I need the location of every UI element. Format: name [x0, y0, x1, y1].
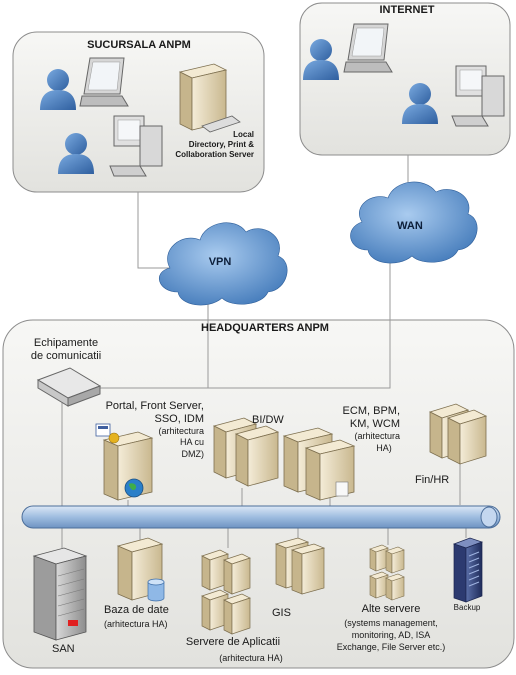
- application-server-icon: [223, 553, 251, 595]
- ecm-label-4: HA): [376, 443, 392, 453]
- portal-label-5: DMZ): [181, 449, 205, 459]
- san-storage-icon: [32, 547, 88, 641]
- vpn-label: VPN: [208, 256, 232, 268]
- connection-lines: [61, 155, 467, 548]
- desktop-computer-icon: [451, 65, 505, 127]
- apps-label-2: (arhitectura HA): [219, 653, 283, 663]
- other-label-4: Exchange, File Server etc.): [336, 642, 446, 652]
- user-icon: [303, 39, 339, 80]
- branch-region-title: SUCURSALA ANPM: [87, 39, 191, 51]
- gis-label: GIS: [272, 607, 291, 619]
- network-bus: [21, 505, 501, 529]
- gis-server-icon: [290, 543, 326, 595]
- other-label-3: monitoring, AD, ISA: [351, 630, 431, 640]
- laptop-icon: [343, 23, 393, 73]
- database-label-2: (arhitectura HA): [104, 619, 168, 629]
- hq-region-title: HEADQUARTERS ANPM: [201, 322, 329, 334]
- portal-icon: [95, 423, 120, 444]
- finhr-server-icon: [446, 409, 488, 465]
- other-server-icon: [369, 571, 389, 599]
- finhr-label: Fin/HR: [415, 474, 450, 486]
- user-icon: [40, 69, 76, 110]
- bidw-label: BI/DW: [252, 414, 284, 426]
- vpn-cloud: [159, 222, 288, 306]
- application-server-icon: [201, 549, 229, 591]
- other-server-icon: [385, 546, 405, 574]
- user-icon: [58, 133, 94, 174]
- wan-label: WAN: [397, 220, 423, 232]
- line-wan-hq: [208, 262, 391, 389]
- application-server-icon: [223, 593, 251, 635]
- branch-server-label-3: Collaboration Server: [175, 150, 254, 159]
- branch-server-label-2: Directory, Print &: [188, 140, 254, 149]
- other-server-icon: [385, 573, 405, 601]
- application-server-icon: [201, 589, 229, 631]
- comm-label-1: Echipamente: [33, 337, 99, 349]
- ecm-label-2: KM, WCM: [349, 418, 400, 430]
- other-label-1: Alte servere: [361, 603, 421, 615]
- branch-server-label-1: Local: [233, 130, 254, 139]
- comm-label-2: de comunicatii: [30, 350, 102, 362]
- database-label-1: Baza de date: [104, 604, 169, 616]
- portal-label-3: (arhitectura: [158, 426, 204, 436]
- network-switch-icon: [36, 367, 102, 407]
- apps-label-1: Servere de Aplicatii: [185, 636, 281, 648]
- backup-device-icon: [452, 537, 484, 603]
- backup-label: Backup: [453, 603, 481, 612]
- other-label-2: (systems management,: [344, 618, 438, 628]
- bidw-server-icon: [234, 425, 280, 487]
- portal-label-4: HA cu: [179, 437, 204, 447]
- line-branch-vpn: [137, 192, 175, 269]
- portal-server-icon: [102, 431, 154, 501]
- laptop-icon: [79, 57, 129, 107]
- other-server-icon: [369, 544, 389, 572]
- wan-cloud: [350, 181, 478, 264]
- desktop-computer-icon: [109, 115, 163, 177]
- local-server-icon: [178, 63, 241, 133]
- ecm-label-1: ECM, BPM,: [342, 405, 400, 417]
- user-icon: [402, 83, 438, 124]
- ecm-server-icon: [304, 439, 356, 501]
- internet-region-title: INTERNET: [379, 4, 435, 16]
- database-server-icon: [116, 537, 165, 602]
- san-label: SAN: [52, 643, 75, 655]
- portal-label-2: SSO, IDM: [154, 413, 204, 425]
- ecm-label-3: (arhitectura: [354, 431, 400, 441]
- portal-label-1: Portal, Front Server,: [105, 400, 204, 412]
